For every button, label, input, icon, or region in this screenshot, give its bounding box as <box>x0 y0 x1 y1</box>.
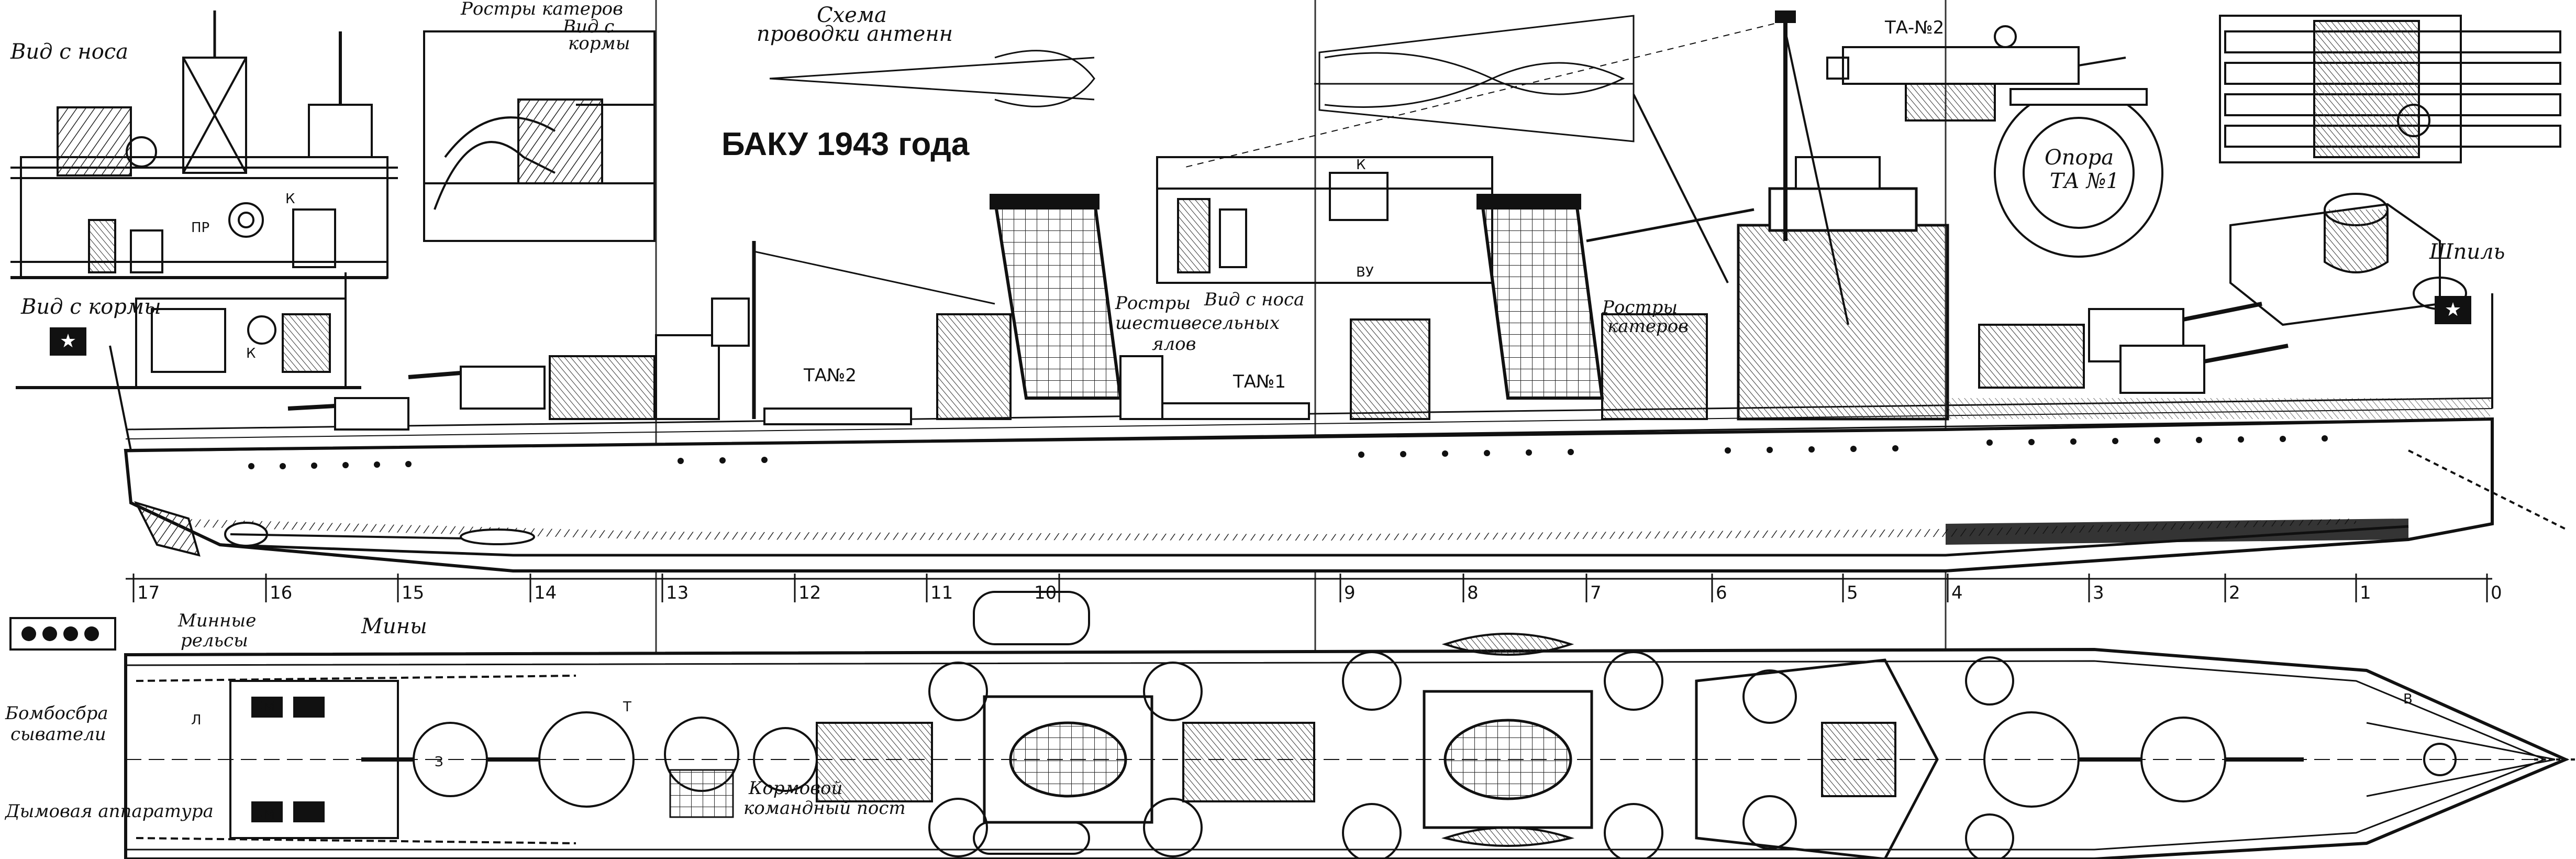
mark-z: З <box>435 754 443 770</box>
frame-number: 13 <box>666 582 689 603</box>
frame-number: 16 <box>270 582 293 603</box>
quad-tube-top-view <box>2219 15 2561 163</box>
stern-view-inset <box>16 272 361 389</box>
mark-t: Т <box>623 699 631 715</box>
label-bow-view: Вид с носа <box>10 40 129 64</box>
mark-bm: БМ <box>254 807 275 822</box>
mark-v: В <box>2403 691 2413 707</box>
frame-number: 1 <box>2360 582 2371 603</box>
mark-k: К <box>246 346 256 361</box>
label-boat-chocks-stern-1: Вид с <box>563 16 615 37</box>
mid-superstructure-detail <box>1156 156 1493 284</box>
frame-number: 17 <box>137 582 160 603</box>
label-tan1: ТА№1 <box>1233 371 1286 392</box>
label-depth-charge-1: Бомбосбра <box>5 703 108 724</box>
frame-number: 6 <box>1716 582 1727 603</box>
label-torpedo-ta2: ТА-№2 <box>1885 17 1945 38</box>
frame-number: 7 <box>1590 582 1602 603</box>
label-mine-rails-1: Минные <box>178 610 257 631</box>
frame-number: 2 <box>2229 582 2240 603</box>
antenna-scheme <box>769 15 1635 142</box>
label-boat-chocks-mid-1: Ростры <box>1602 297 1678 318</box>
frame-number: 15 <box>402 582 425 603</box>
drawing-title: БАКУ 1943 года <box>721 126 970 162</box>
frame-number: 5 <box>1847 582 1858 603</box>
label-aft-post-1: Кормовой <box>749 778 843 799</box>
label-depth-charge-2: сыватели <box>10 724 106 745</box>
label-tan2: ТА№2 <box>804 365 857 386</box>
label-aft-post-2: командный пост <box>743 798 906 819</box>
label-boat-chocks: Ростры катеров <box>461 0 623 19</box>
boat-chocks-inset <box>423 30 656 242</box>
jack-flag-bow: ★ <box>2435 296 2471 324</box>
frame-number: 10 <box>1034 582 1057 603</box>
torpedo-tube-detail <box>1826 25 2126 122</box>
label-boat-chocks-mid-2: катеров <box>1607 316 1689 337</box>
label-mines: Мины <box>361 614 427 638</box>
label-mount-2: ТА №1 <box>2050 169 2119 193</box>
label-stern-view: Вид с кормы <box>21 295 161 319</box>
mark-k: К <box>1356 157 1366 173</box>
label-antenna-2: проводки антенн <box>757 22 953 46</box>
label-capstan: Шпиль <box>2429 240 2505 264</box>
frame-number: 9 <box>1344 582 1356 603</box>
label-boat-chocks-stern-2: кормы <box>568 33 630 54</box>
frame-number: 11 <box>930 582 953 603</box>
frame-scale <box>126 574 2492 602</box>
frame-number: 0 <box>2491 582 2502 603</box>
ship-plan-view <box>9 591 2576 859</box>
label-antenna-1: Схема <box>817 3 887 27</box>
mark-bm: БМ <box>254 699 275 715</box>
label-mine-rails-2: рельсы <box>181 630 248 651</box>
label-six-oar-2: шестивесельных <box>1115 313 1280 334</box>
frame-number: 3 <box>2093 582 2104 603</box>
frame-number: 4 <box>1951 582 1963 603</box>
frame-number: 12 <box>798 582 821 603</box>
label-bow-view-mid: Вид с носа <box>1204 289 1305 310</box>
label-six-oar-3: ялов <box>1152 334 1196 355</box>
mark-k: К <box>285 191 295 207</box>
label-mount-1: Опора <box>2045 146 2114 170</box>
label-six-oar-1: Ростры <box>1115 293 1191 314</box>
label-smoke: Дымовая аппаратура <box>5 801 214 822</box>
mark-pr: ПР <box>191 220 210 236</box>
ensign-flag-aft: ★ <box>50 327 86 356</box>
torpedo-mount-circle <box>1994 88 2163 258</box>
frame-number: 14 <box>534 582 557 603</box>
mark-l: Л <box>191 712 202 728</box>
ship-side-profile <box>109 10 2566 572</box>
frame-number: 8 <box>1467 582 1479 603</box>
bow-view-inset <box>10 10 398 279</box>
mark-vu: ВУ <box>1356 265 1374 280</box>
